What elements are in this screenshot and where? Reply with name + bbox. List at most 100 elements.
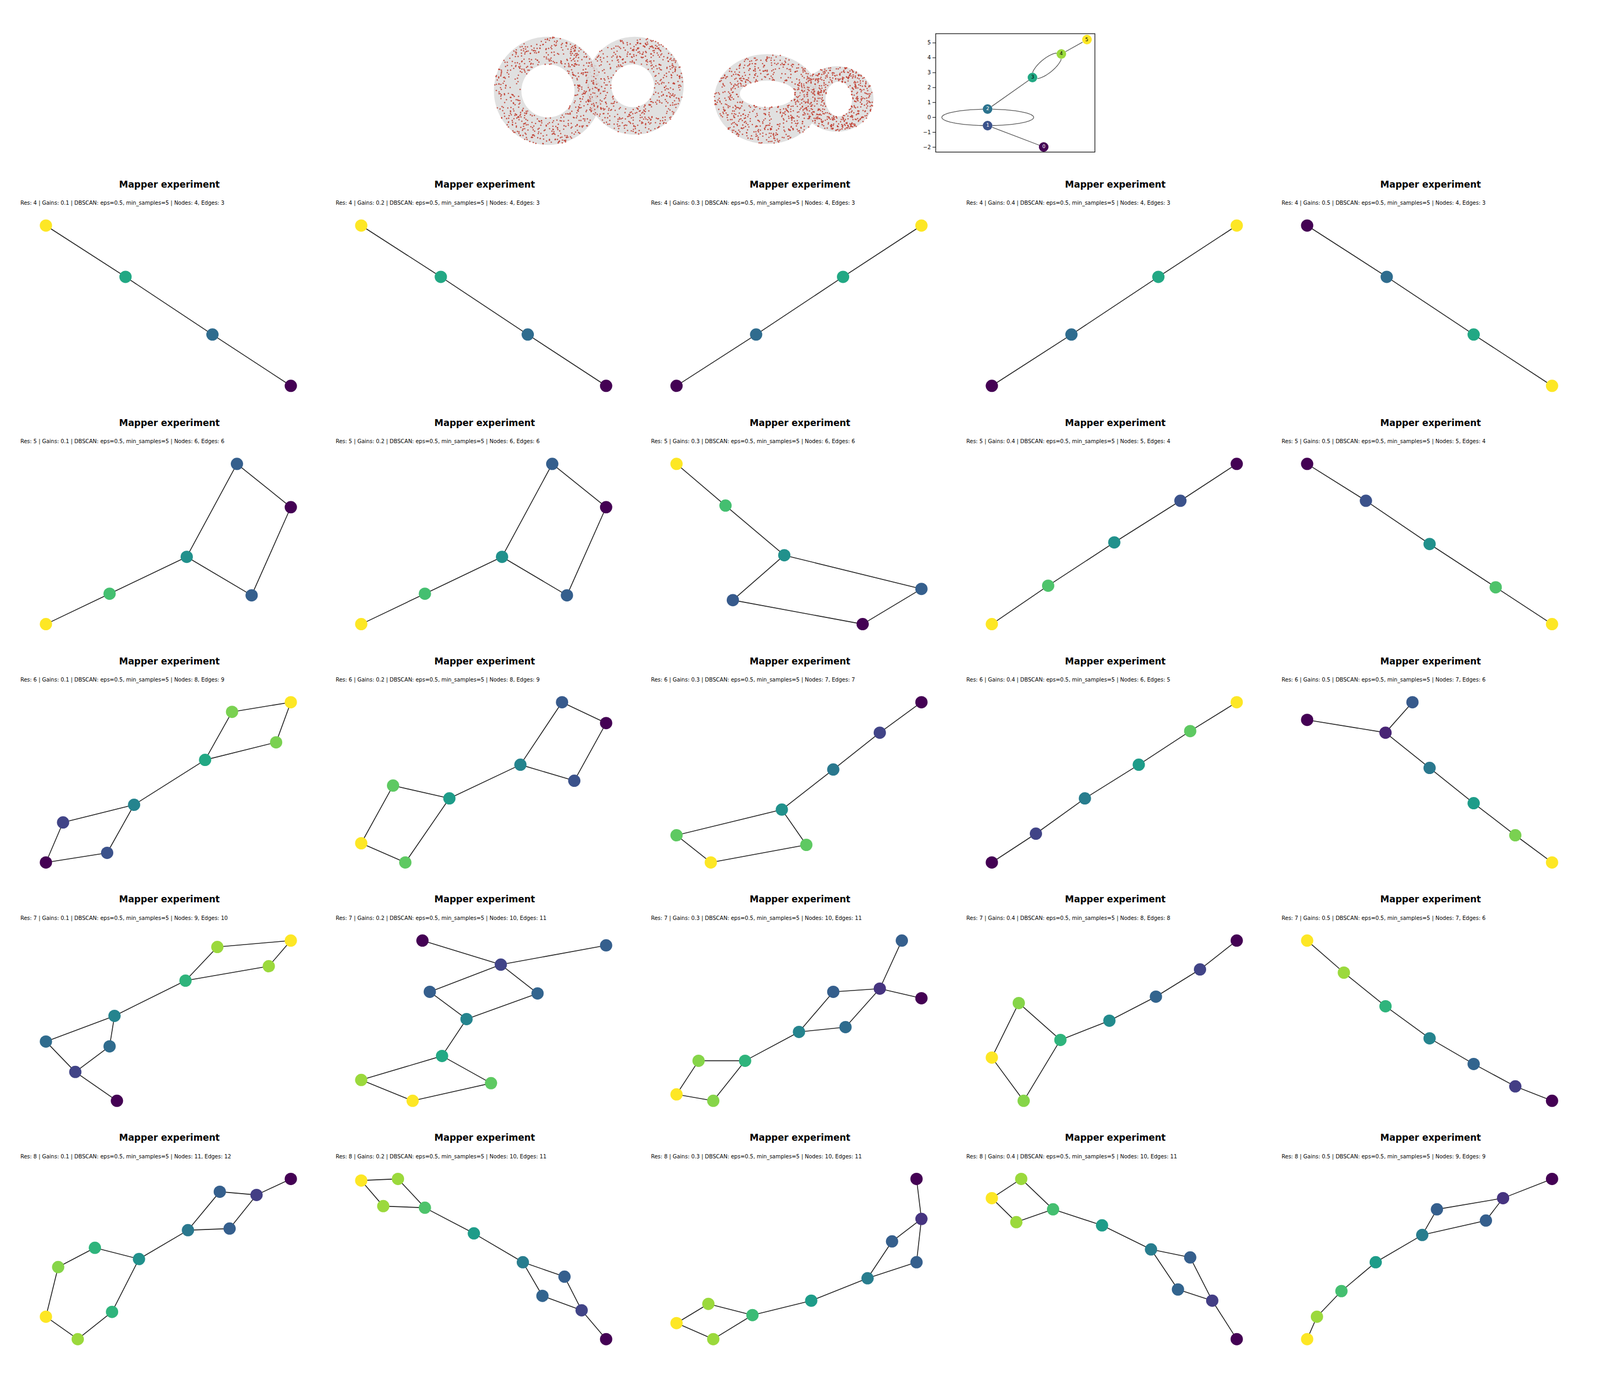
- point: [662, 76, 665, 79]
- point: [797, 88, 800, 91]
- point: [627, 51, 629, 53]
- point: [550, 59, 553, 62]
- point: [545, 48, 548, 50]
- point: [798, 84, 800, 87]
- point: [666, 110, 669, 113]
- point: [733, 121, 736, 124]
- point: [525, 66, 528, 69]
- point: [770, 132, 773, 135]
- point: [601, 100, 603, 103]
- point: [633, 62, 636, 65]
- point: [790, 119, 793, 122]
- point: [591, 65, 593, 67]
- point: [604, 101, 607, 104]
- point: [743, 85, 746, 88]
- point: [641, 112, 643, 114]
- point: [665, 112, 668, 115]
- point: [533, 114, 536, 117]
- point: [731, 71, 733, 73]
- point: [722, 82, 725, 85]
- point: [626, 115, 629, 118]
- point: [802, 69, 804, 72]
- point: [599, 99, 602, 102]
- point: [585, 109, 588, 112]
- point: [626, 44, 629, 46]
- point: [742, 124, 744, 127]
- point: [515, 51, 517, 53]
- point: [524, 112, 526, 114]
- point: [780, 76, 782, 79]
- point: [629, 43, 632, 45]
- point: [635, 49, 638, 51]
- point: [662, 58, 664, 61]
- point: [793, 88, 796, 90]
- point: [746, 57, 748, 60]
- point: [743, 60, 746, 63]
- point: [773, 71, 775, 74]
- point: [505, 65, 507, 68]
- point: [548, 60, 551, 62]
- point: [771, 64, 773, 67]
- point: [613, 123, 616, 126]
- point: [531, 121, 533, 124]
- point: [785, 107, 787, 110]
- point: [635, 55, 638, 57]
- point: [736, 80, 739, 83]
- point: [570, 68, 573, 71]
- point: [741, 75, 744, 77]
- point: [614, 101, 616, 103]
- point: [516, 77, 519, 80]
- point: [736, 124, 739, 127]
- point: [591, 103, 593, 106]
- point: [748, 105, 751, 107]
- point: [794, 94, 797, 96]
- point: [749, 106, 752, 108]
- point: [529, 140, 531, 143]
- point: [503, 94, 506, 96]
- point: [526, 138, 528, 141]
- point: [763, 127, 766, 130]
- point: [783, 63, 786, 66]
- point: [538, 130, 540, 133]
- point: [548, 59, 550, 62]
- point: [853, 80, 856, 83]
- point: [656, 82, 659, 84]
- point: [796, 89, 799, 91]
- point: [583, 56, 586, 58]
- point: [589, 100, 592, 103]
- point: [849, 122, 851, 125]
- point: [810, 105, 813, 107]
- point: [722, 111, 725, 114]
- point: [783, 112, 786, 114]
- point: [571, 76, 574, 79]
- point: [732, 106, 734, 109]
- point: [801, 122, 804, 125]
- point: [545, 58, 548, 60]
- point: [568, 113, 570, 115]
- point: [767, 128, 770, 131]
- point: [594, 87, 597, 89]
- point: [764, 113, 767, 116]
- point: [630, 130, 633, 132]
- point: [657, 92, 660, 95]
- point: [528, 69, 531, 72]
- point: [577, 53, 580, 56]
- point: [558, 130, 561, 132]
- point: [589, 98, 592, 100]
- point: [502, 82, 504, 84]
- point: [739, 107, 741, 110]
- point: [620, 118, 623, 120]
- point: [770, 75, 773, 77]
- point: [573, 84, 576, 87]
- point: [811, 74, 814, 77]
- point: [592, 102, 595, 105]
- point: [506, 72, 509, 74]
- point: [500, 69, 503, 72]
- point: [575, 75, 577, 77]
- point: [734, 71, 736, 73]
- point: [578, 88, 580, 90]
- point: [788, 104, 790, 106]
- point: [556, 40, 558, 43]
- point: [724, 97, 726, 100]
- point: [515, 65, 517, 68]
